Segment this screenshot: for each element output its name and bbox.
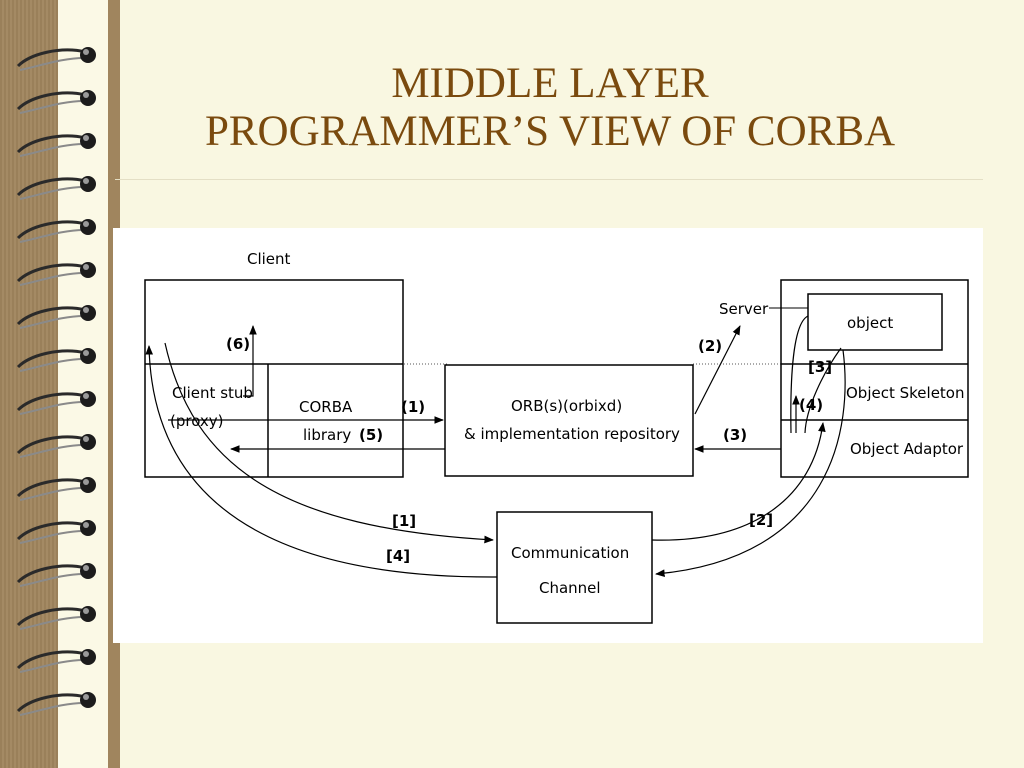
step-label-4: (4) [799,396,823,414]
spiral-ring [16,176,96,200]
slide-title: MIDDLE LAYER PROGRAMMER’S VIEW OF CORBA [120,60,980,156]
spiral-ring [16,47,96,71]
client-label: Client [247,250,291,268]
binder-strip [0,0,58,768]
step-label-b4: [4] [386,547,410,565]
step-label-5: (5) [359,426,383,444]
spiral-ring [16,563,96,587]
corba-diagram: Client Client stub (proxy) CORBA library… [113,228,983,643]
arrow-bracket-2 [651,422,826,541]
spiral-ring [16,391,96,415]
arrow-bracket-4 [145,345,498,578]
spiral-binder [0,0,120,768]
step-label-b1: [1] [392,512,416,530]
step-label-2: (2) [698,337,722,355]
spiral-ring [16,692,96,716]
step-label-3: (3) [723,426,747,444]
arrow-step-2 [694,325,741,415]
spiral-ring [16,262,96,286]
object-label: object [847,314,893,332]
client-box [144,279,404,478]
step-label-1: (1) [401,398,425,416]
step-label-b2: [2] [749,511,773,529]
title-line-2: PROGRAMMER’S VIEW OF CORBA [204,108,896,155]
spiral-ring [16,219,96,243]
step-label-6: (6) [226,335,250,353]
server-label: Server [719,300,769,318]
channel-label: Channel [539,579,601,597]
client-stub-label: Client stub [172,384,253,402]
object-skeleton-label: Object Skeleton [846,384,964,402]
arrow-return-to-channel [655,349,846,578]
object-box [807,293,943,351]
spiral-ring [16,606,96,630]
library-label: library [303,426,351,444]
corba-label: CORBA [299,398,353,416]
spiral-ring [16,133,96,157]
curve-object-to-adaptor [790,315,809,434]
spiral-ring [16,90,96,114]
spiral-ring [16,434,96,458]
spiral-ring [16,348,96,372]
step-label-b3: [3] [808,358,832,376]
spiral-ring [16,649,96,673]
arrow-step-6 [243,325,257,397]
title-line-1: MIDDLE LAYER [391,60,709,107]
spiral-ring [16,477,96,501]
proxy-label: (proxy) [170,412,224,430]
spiral-binding-icon [16,47,96,716]
server-box [780,279,969,478]
communication-label: Communication [511,544,629,562]
orb-label: ORB(s)(orbixd) [511,397,622,415]
spiral-ring [16,520,96,544]
orb-box [444,364,694,477]
implementation-repository-label: & implementation repository [464,425,680,443]
arrow-bracket-1 [164,342,494,544]
curve-object-to-skeleton [804,347,842,434]
title-divider [115,179,983,180]
communication-channel-box [496,511,653,624]
spiral-ring [16,305,96,329]
object-adaptor-label: Object Adaptor [850,440,964,458]
